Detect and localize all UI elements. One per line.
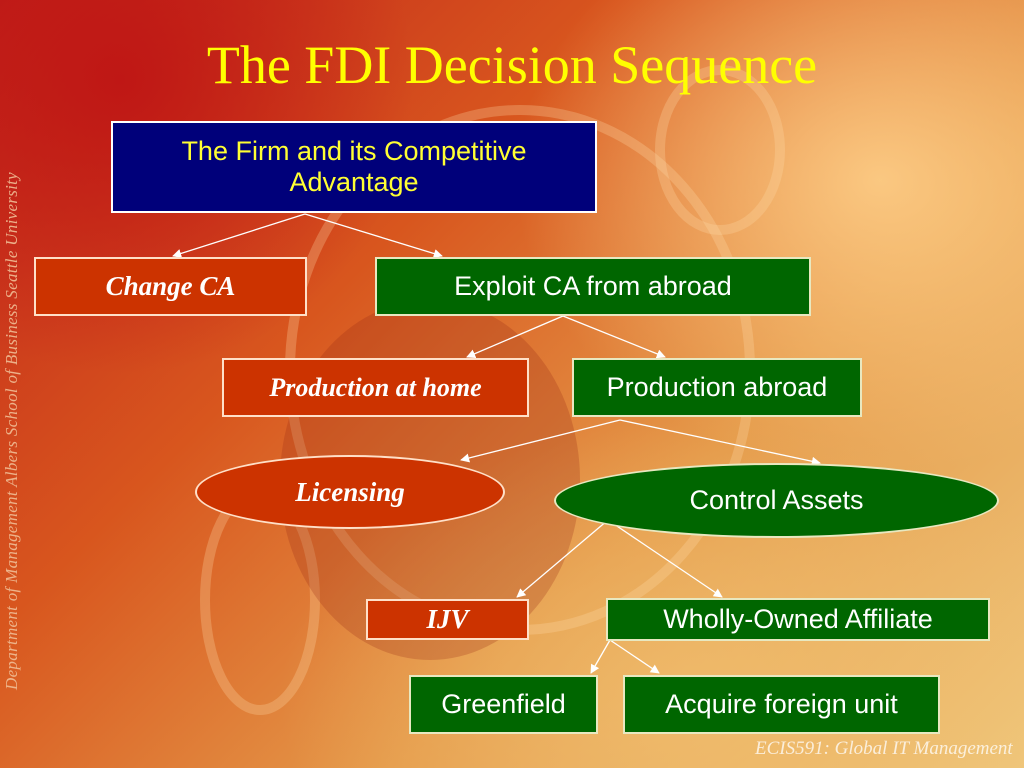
connector-control-ijv <box>516 519 609 598</box>
connector-wholly-acquire <box>609 639 660 674</box>
node-greenfield: Greenfield <box>409 675 598 734</box>
node-production-abroad: Production abroad <box>572 358 862 417</box>
connector-abroad-licensing <box>460 419 621 463</box>
slide-title: The FDI Decision Sequence <box>206 35 818 95</box>
node-wholly-owned-affiliate: Wholly-Owned Affiliate <box>606 598 990 641</box>
node-production-at-home: Production at home <box>222 358 529 417</box>
node-licensing: Licensing <box>195 455 505 529</box>
node-change-ca: Change CA <box>34 257 307 316</box>
connector-exploit-abroad <box>562 315 666 359</box>
node-ijv: IJV <box>366 599 529 640</box>
connector-firm-change <box>172 213 306 258</box>
node-control-assets: Control Assets <box>554 463 999 538</box>
connector-wholly-greenfield <box>590 639 611 674</box>
connector-abroad-control <box>619 419 821 466</box>
connector-control-wholly <box>607 519 723 598</box>
node-acquire-foreign-unit: Acquire foreign unit <box>623 675 940 734</box>
course-footer: ECIS591: Global IT Management <box>755 738 1013 759</box>
node-firm-competitive-advantage: The Firm and its Competitive Advantage <box>111 121 597 213</box>
connector-firm-exploit <box>304 213 443 258</box>
node-exploit-ca-abroad: Exploit CA from abroad <box>375 257 811 316</box>
connector-exploit-home <box>466 315 564 358</box>
